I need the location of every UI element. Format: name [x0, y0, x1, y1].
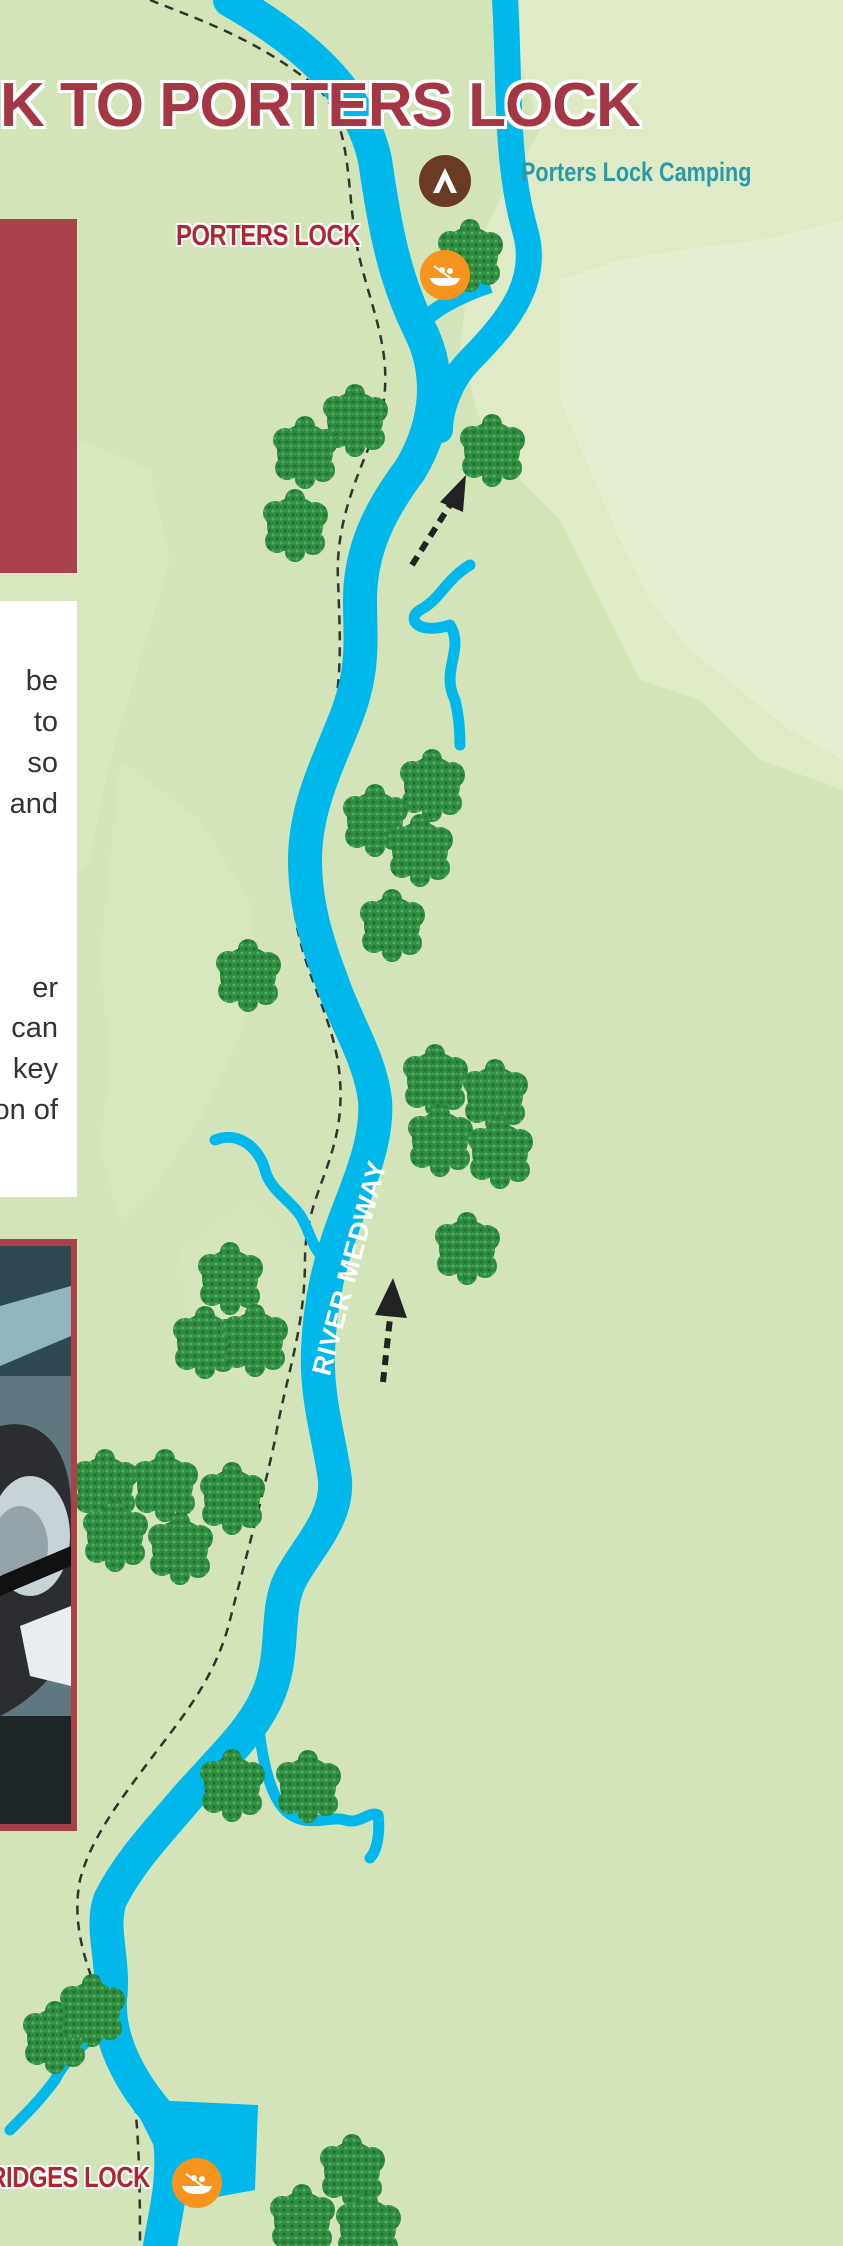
canoe-photo — [0, 1246, 71, 1824]
tree-icon — [468, 1116, 533, 1189]
tree-icon — [400, 749, 465, 822]
tree-icon — [133, 1449, 198, 1522]
camping-label: Porters Lock Camping — [521, 157, 752, 187]
photo-frame — [0, 1239, 77, 1831]
info-header-panel — [0, 219, 77, 573]
tree-icon — [263, 489, 328, 562]
arrow-up-icon — [375, 1278, 407, 1383]
info-text-line: g and — [0, 788, 58, 820]
flow-arrows — [375, 475, 466, 1383]
bridges-lock-label: RIDGES LOCK — [0, 2162, 150, 2194]
canoe-icon[interactable] — [420, 250, 470, 300]
info-text-line: er — [32, 972, 58, 1004]
river-north-channel — [427, 0, 542, 443]
footpath — [76, 0, 387, 2246]
tree-icon — [200, 1462, 265, 1535]
lock-cut — [408, 277, 493, 336]
info-text-line: to — [33, 706, 58, 738]
info-text-line: be — [25, 665, 58, 697]
tree-icon — [408, 1104, 473, 1177]
info-text-panel: be to so g and er can key ion of — [0, 601, 77, 1197]
porters-lock-label: PORTERS LOCK — [176, 220, 361, 252]
tree-icon — [360, 889, 425, 962]
arrow-up-icon — [409, 475, 466, 567]
info-text-line: key — [12, 1053, 58, 1085]
info-text-line: ion of — [0, 1094, 58, 1126]
tree-icon — [148, 1512, 213, 1585]
tree-icon — [435, 1212, 500, 1285]
tree-icon — [276, 1750, 341, 1823]
info-text-line: so — [27, 747, 58, 779]
land-highlights — [460, 0, 843, 790]
canoe-icon[interactable] — [172, 2158, 222, 2208]
info-text-line: can — [11, 1012, 58, 1044]
tent-icon[interactable] — [419, 155, 471, 207]
route-title: K TO PORTERS LOCK — [0, 71, 641, 140]
